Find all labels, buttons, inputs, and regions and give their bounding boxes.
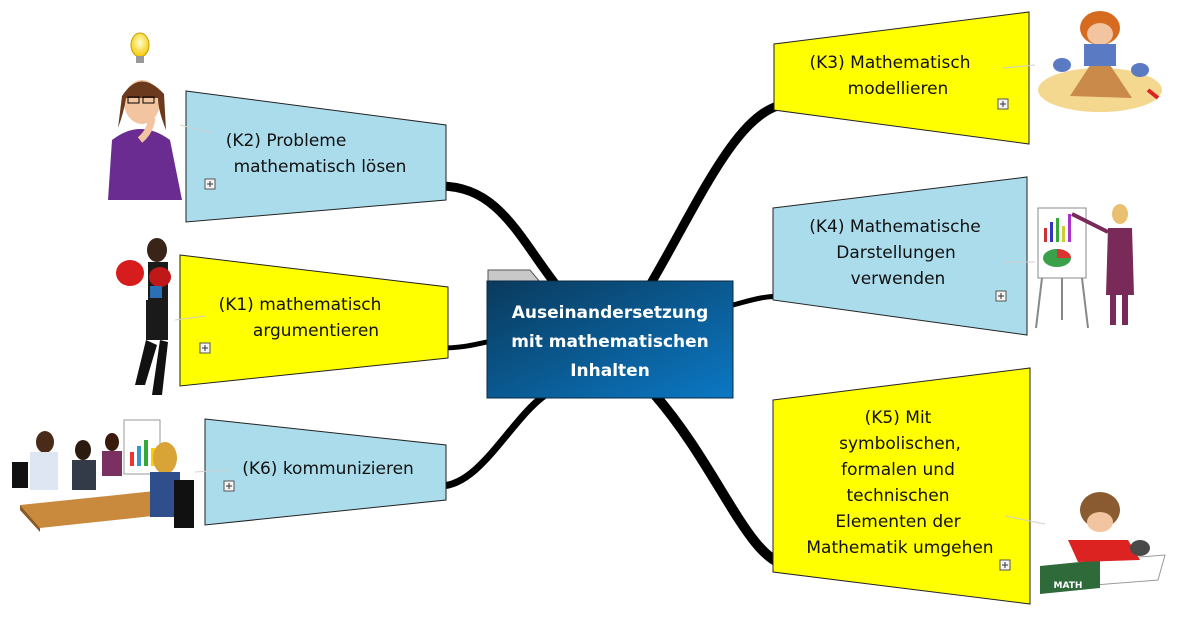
expand-k6-button[interactable] — [223, 480, 235, 492]
node-k5-line-2: symbolischen, — [839, 434, 961, 454]
child-math-book-icon: MATH — [1040, 492, 1166, 594]
central-topic-box[interactable] — [486, 280, 734, 399]
math-book-label: MATH — [1054, 581, 1083, 591]
meeting-people-icon — [12, 419, 194, 532]
node-k2[interactable]: (K2) Probleme mathematisch lösen — [185, 90, 447, 223]
node-k6-line-1: (K6) kommunizieren — [242, 459, 414, 479]
node-k3-line-2: modellieren — [848, 79, 949, 99]
node-k3-shape[interactable] — [773, 11, 1030, 145]
expand-k4-button[interactable] — [995, 290, 1007, 302]
branch-k2 — [435, 181, 565, 295]
node-k4-shape[interactable] — [772, 176, 1028, 336]
central-topic-tab — [487, 269, 542, 283]
node-k1-shape[interactable] — [179, 254, 449, 387]
boxer-icon — [116, 238, 171, 395]
node-k5-shape[interactable] — [772, 367, 1031, 605]
node-k5-line-1: (K5) Mit — [865, 408, 932, 428]
branch-k6 — [436, 391, 549, 490]
node-k4-line-2: Darstellungen — [836, 243, 956, 263]
central-topic-line-2: mit mathematischen — [511, 332, 709, 352]
node-k2-line-1: (K2) Probleme — [226, 131, 347, 151]
node-k1-line-2: argumentieren — [253, 321, 379, 341]
presenter-chart-icon — [1035, 204, 1134, 329]
central-topic-line-1: Auseinandersetzung — [512, 303, 709, 323]
woman-thinking-lightbulb-icon — [108, 32, 182, 200]
node-k4[interactable]: (K4) Mathematische Darstellungen verwend… — [772, 176, 1028, 336]
node-k3-line-1: (K3) Mathematisch — [810, 53, 971, 73]
node-k5-line-6: Mathematik umgehen — [806, 538, 993, 558]
node-k5-line-5: Elementen der — [835, 512, 960, 532]
node-k3[interactable]: (K3) Mathematisch modellieren — [773, 11, 1030, 145]
node-k6[interactable]: (K6) kommunizieren — [204, 418, 447, 526]
child-sandbox-icon — [1038, 11, 1162, 112]
expand-k2-button[interactable] — [204, 178, 216, 190]
node-k5[interactable]: (K5) Mit symbolischen, formalen und tech… — [772, 367, 1031, 605]
node-k1[interactable]: (K1) mathematisch argumentieren — [179, 254, 449, 387]
central-topic[interactable]: Auseinandersetzung mit mathematischen In… — [486, 269, 734, 399]
node-k4-line-3: verwenden — [851, 269, 946, 289]
node-k1-line-1: (K1) mathematisch — [219, 295, 382, 315]
node-k5-line-3: formalen und — [841, 460, 955, 480]
image-connectors — [174, 64, 1046, 525]
node-k5-line-4: technischen — [847, 486, 950, 506]
branch-k3 — [645, 99, 795, 290]
node-k6-shape[interactable] — [204, 418, 447, 526]
node-k2-shape[interactable] — [185, 90, 447, 223]
expand-k5-button[interactable] — [999, 559, 1011, 571]
expand-k1-button[interactable] — [199, 342, 211, 354]
branch-k5 — [650, 390, 795, 570]
node-k2-line-2: mathematisch lösen — [234, 157, 407, 177]
expand-k3-button[interactable] — [997, 98, 1009, 110]
central-topic-line-3: Inhalten — [570, 361, 650, 381]
node-k4-line-1: (K4) Mathematische — [809, 217, 980, 237]
